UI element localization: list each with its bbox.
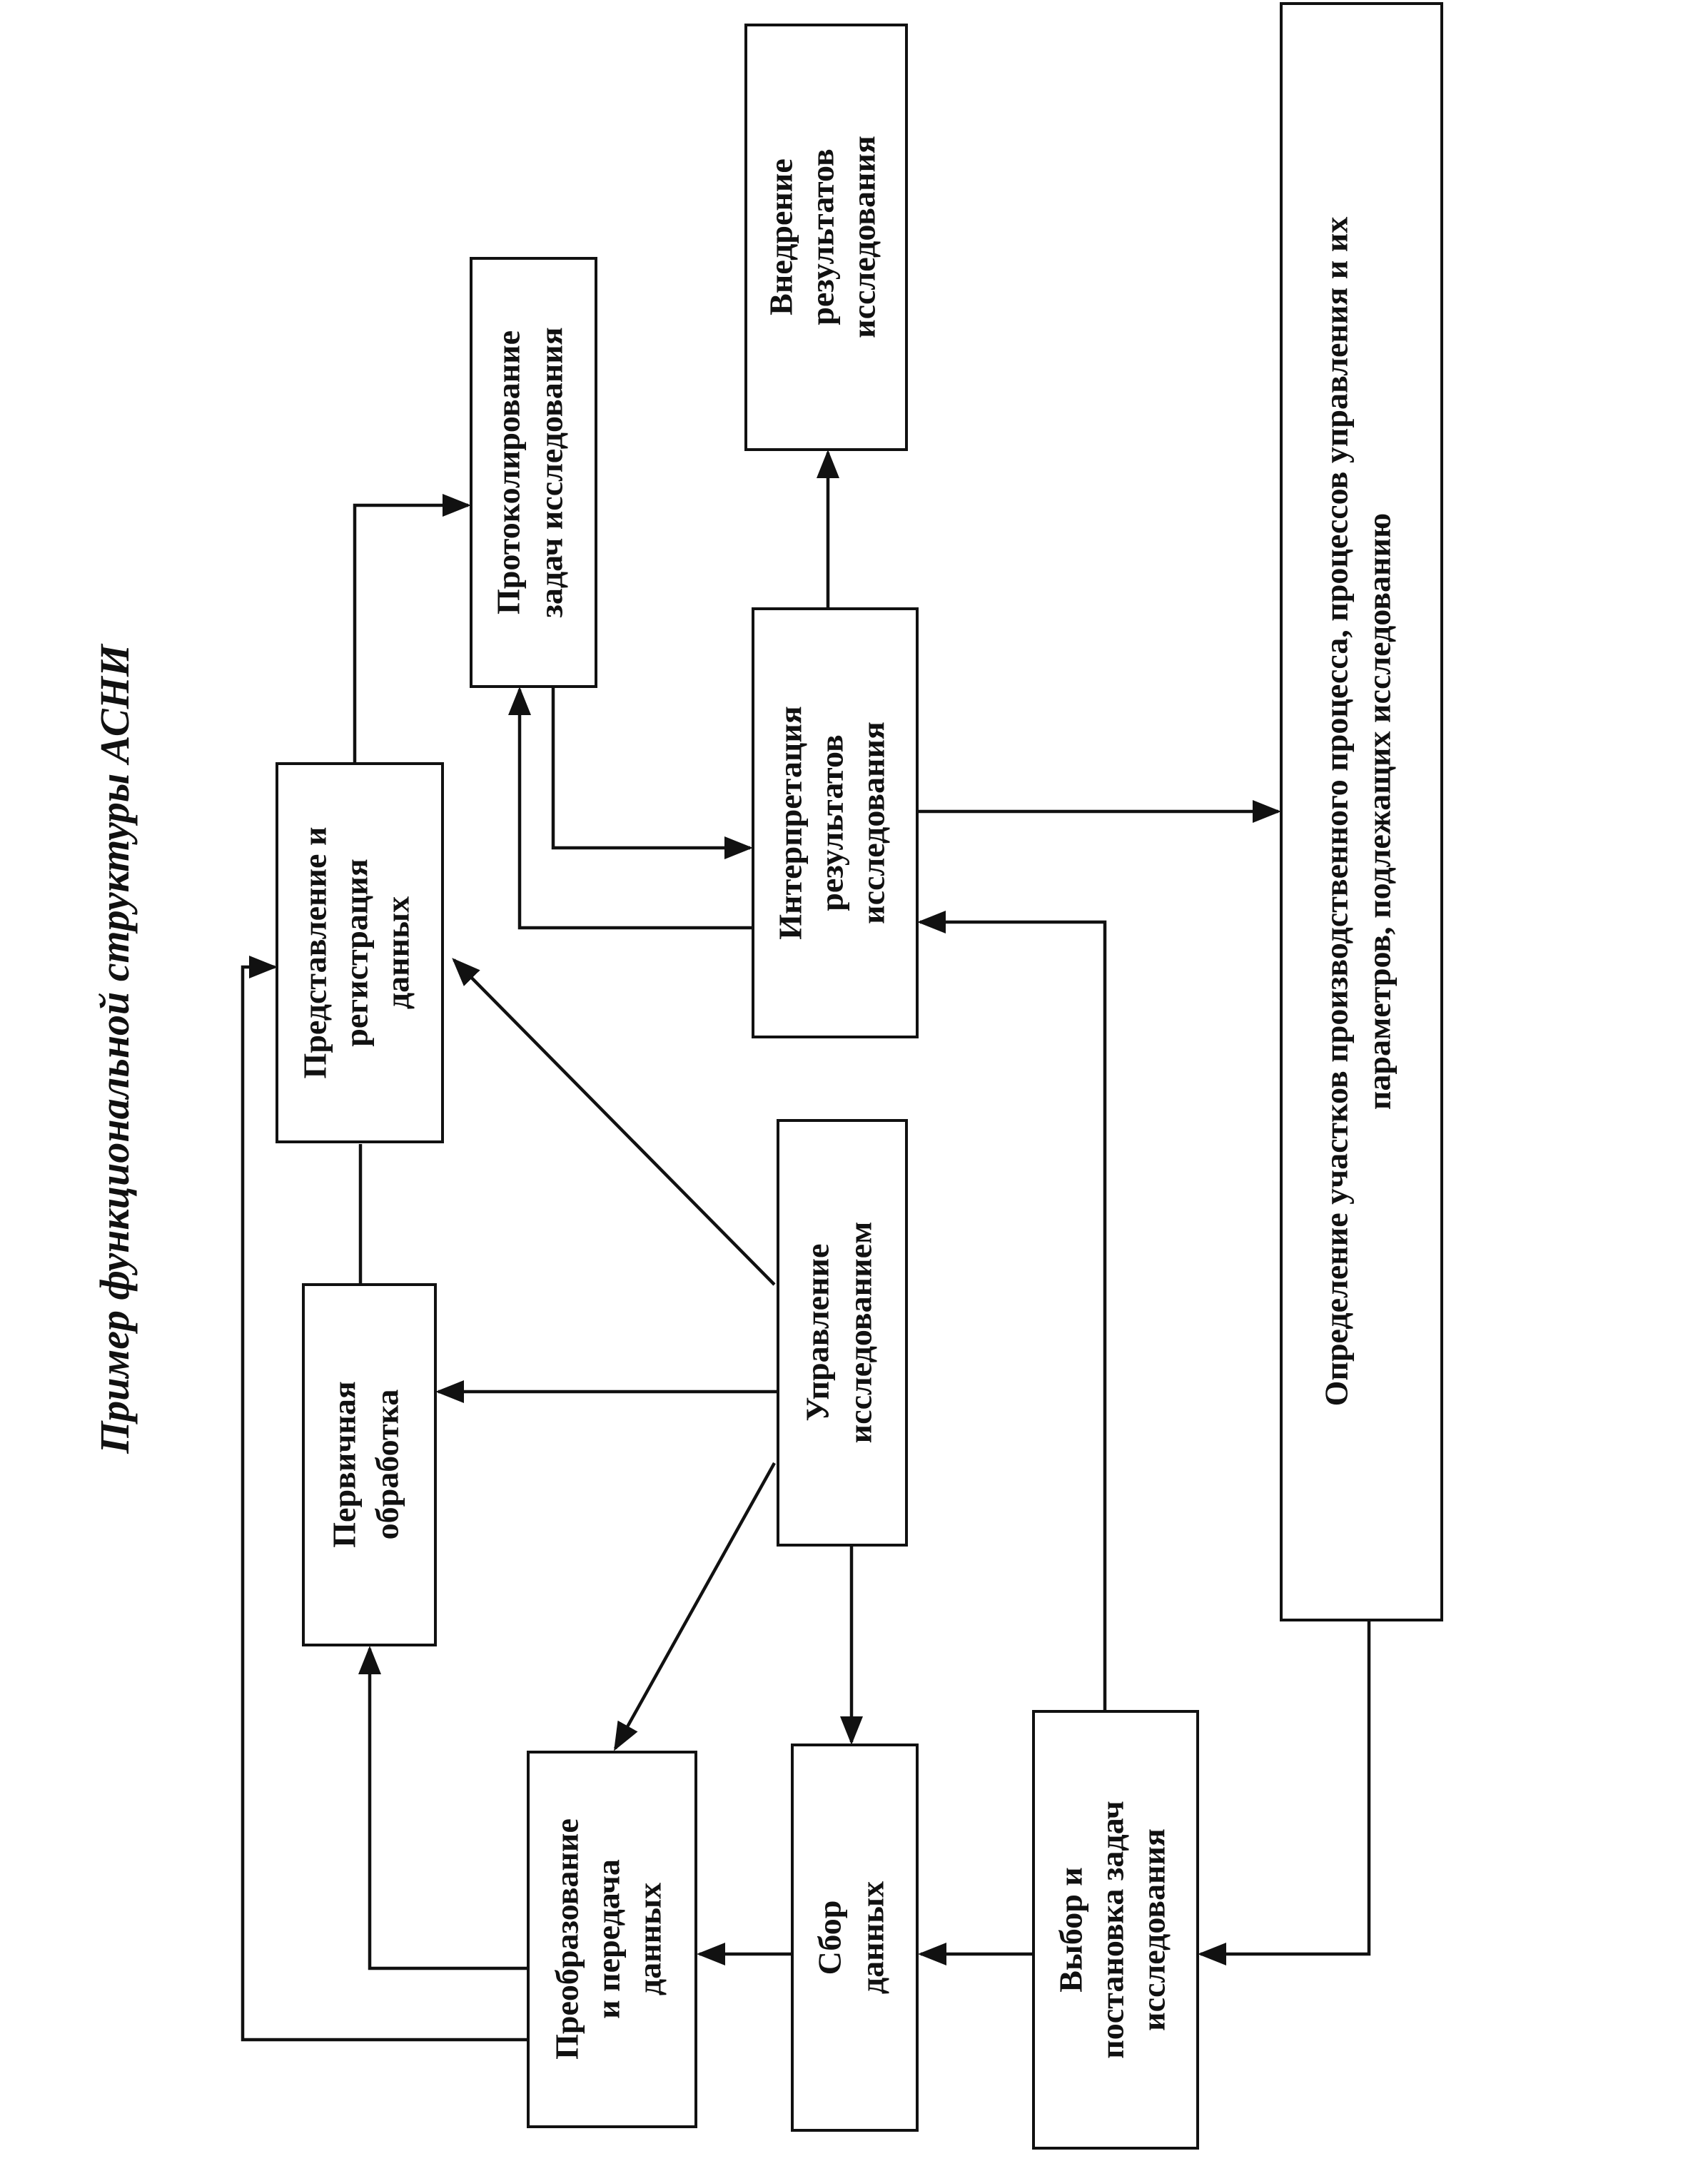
- block-select-line-2: постановка задач: [1094, 1801, 1131, 2058]
- block-implement-line-3: исследования: [846, 136, 882, 338]
- block-collect-line-1: Сбор: [812, 1901, 848, 1975]
- block-implement: Внедрение результатов исследования: [744, 24, 908, 451]
- block-interpret-line-1: Интерпретация: [772, 706, 809, 939]
- arrow-transform-to-primary: [358, 1646, 528, 1970]
- block-implement-line-2: результатов: [804, 148, 841, 325]
- arrow-select-to-interpret: [917, 911, 1107, 1711]
- block-select-line-1: Выбор и: [1053, 1867, 1089, 1993]
- block-define: Определение участков производственного п…: [1280, 2, 1443, 1621]
- arrow-protocol-to-interpret: [551, 687, 753, 859]
- block-select: Выбор и постановка задач исследования: [1032, 1710, 1199, 2150]
- block-select-line-3: исследования: [1136, 1828, 1172, 2031]
- block-control: Управление исследованием: [777, 1119, 908, 1547]
- arrow-control-to-transform: [614, 1462, 776, 1751]
- block-protocol-line-1: Протоколирование: [490, 330, 527, 614]
- block-transform-line-2: и передача: [590, 1859, 627, 2019]
- connectors: [241, 450, 1371, 2042]
- block-interpret: Интерпретация результатов исследования: [752, 607, 919, 1038]
- block-protocol: Протоколирование задач исследования: [470, 257, 597, 688]
- arrow-present-to-protocol: [353, 494, 471, 764]
- arrow-control-to-present: [452, 958, 776, 1286]
- block-primary-line-1: Первичная: [326, 1381, 363, 1547]
- block-implement-line-1: Внедрение: [763, 158, 799, 315]
- block-interpret-line-3: исследования: [855, 722, 891, 924]
- block-transform-line-1: Преобразование: [549, 1818, 585, 2060]
- block-present-line-3: данных: [380, 896, 416, 1009]
- block-transform-line-3: данных: [632, 1883, 668, 1995]
- block-define-line-1: Определение участков производственного п…: [1318, 217, 1355, 1407]
- block-collect: Сбор данных: [791, 1744, 919, 2132]
- block-define-line-2: параметров, подлежащих исследованию: [1361, 513, 1398, 1110]
- block-collect-line-2: данных: [854, 1881, 891, 1994]
- block-control-line-2: исследованием: [842, 1222, 879, 1444]
- block-present-line-1: Представление и: [297, 827, 333, 1079]
- block-primary: Первичная обработка: [302, 1283, 437, 1646]
- block-transform: Преобразование и передача данных: [527, 1751, 697, 2128]
- arrow-interpret-to-protocol: [508, 687, 753, 930]
- block-control-line-1: Управление: [799, 1244, 836, 1422]
- diagram-title: Пример функциональной структуры АСНИ: [91, 643, 138, 1454]
- block-primary-line-2: обработка: [369, 1390, 405, 1540]
- arrow-define-to-select: [1198, 1620, 1371, 1965]
- block-protocol-line-2: задач исследования: [533, 327, 570, 617]
- block-interpret-line-2: результатов: [814, 734, 850, 911]
- block-present-line-2: регистрация: [338, 859, 375, 1046]
- block-present: Представление и регистрация данных: [276, 762, 444, 1143]
- arrow-transform-to-present: [241, 956, 528, 2042]
